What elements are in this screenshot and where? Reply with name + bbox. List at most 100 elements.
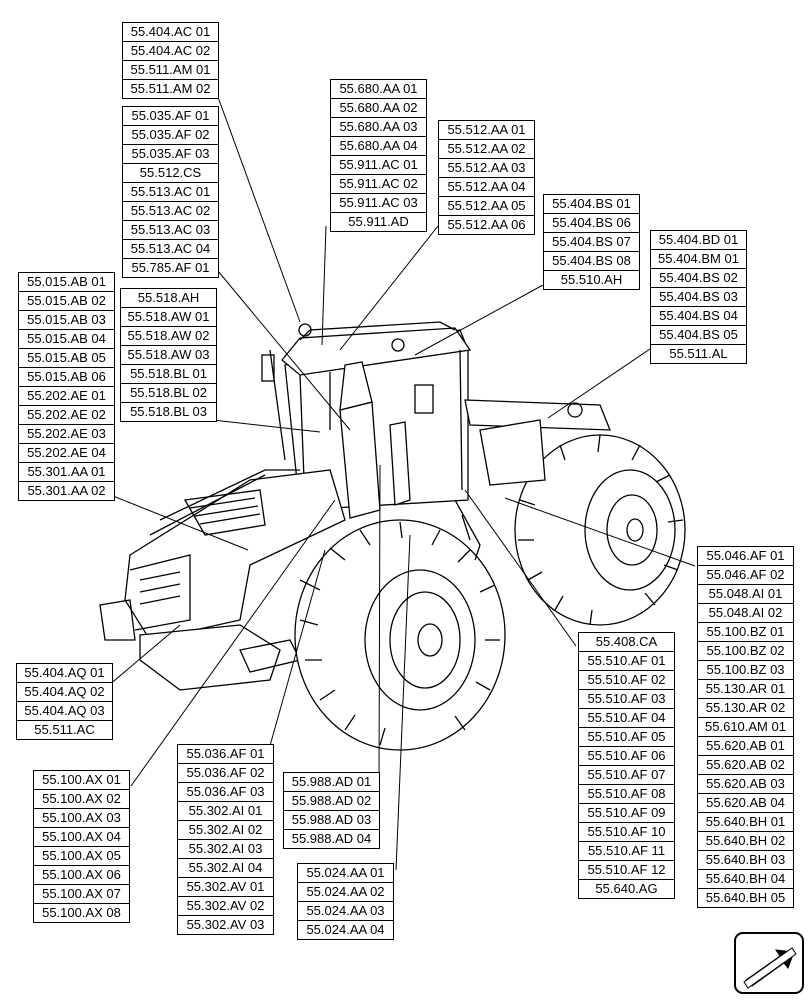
part-reference[interactable]: 55.302.AI 04 (178, 859, 273, 878)
part-reference[interactable]: 55.015.AB 04 (19, 330, 114, 349)
part-reference[interactable]: 55.202.AE 02 (19, 406, 114, 425)
part-reference[interactable]: 55.024.AA 01 (298, 864, 393, 883)
part-reference[interactable]: 55.512.AA 04 (439, 178, 534, 197)
part-reference[interactable]: 55.518.BL 02 (121, 384, 216, 403)
part-reference[interactable]: 55.404.BS 05 (651, 326, 746, 345)
part-reference[interactable]: 55.100.AX 03 (34, 809, 129, 828)
part-reference[interactable]: 55.512.AA 06 (447, 217, 526, 232)
part-reference[interactable]: 55.510.AF 05 (579, 728, 674, 747)
part-reference[interactable]: 55.518.BL 03 (130, 404, 207, 419)
part-reference[interactable]: 55.100.BZ 01 (698, 623, 793, 642)
part-reference[interactable]: 55.510.AH (560, 272, 623, 287)
part-reference[interactable]: 55.015.AB 03 (19, 311, 114, 330)
part-reference[interactable]: 55.404.BS 03 (651, 288, 746, 307)
part-reference[interactable]: 55.620.AB 03 (698, 775, 793, 794)
part-reference[interactable]: 55.100.AX 05 (34, 847, 129, 866)
part-reference[interactable]: 55.302.AV 03 (186, 917, 265, 932)
part-reference[interactable]: 55.513.AC 02 (123, 202, 218, 221)
part-reference[interactable]: 55.511.AL (669, 346, 728, 361)
part-reference[interactable]: 55.510.AF 03 (579, 690, 674, 709)
part-reference[interactable]: 55.024.AA 02 (298, 883, 393, 902)
part-reference[interactable]: 55.404.BS 01 (544, 195, 639, 214)
part-reference[interactable]: 55.620.AB 01 (698, 737, 793, 756)
part-reference[interactable]: 55.510.AF 11 (579, 842, 674, 861)
part-reference[interactable]: 55.640.BH 04 (698, 870, 793, 889)
part-reference[interactable]: 55.510.AF 09 (579, 804, 674, 823)
part-reference[interactable]: 55.048.AI 01 (698, 585, 793, 604)
part-reference[interactable]: 55.404.AC 02 (123, 42, 218, 61)
part-reference[interactable]: 55.518.BL 01 (121, 365, 216, 384)
part-reference[interactable]: 55.404.BS 07 (544, 233, 639, 252)
part-reference[interactable]: 55.035.AF 01 (123, 107, 218, 126)
part-reference[interactable]: 55.680.AA 04 (331, 137, 426, 156)
part-reference[interactable]: 55.015.AB 05 (19, 349, 114, 368)
part-reference[interactable]: 55.513.AC 04 (123, 240, 218, 259)
part-reference[interactable]: 55.510.AF 04 (579, 709, 674, 728)
part-reference[interactable]: 55.680.AA 01 (331, 80, 426, 99)
part-reference[interactable]: 55.302.AV 01 (178, 878, 273, 897)
part-reference[interactable]: 55.640.BH 02 (698, 832, 793, 851)
part-reference[interactable]: 55.046.AF 02 (698, 566, 793, 585)
part-reference[interactable]: 55.510.AF 02 (579, 671, 674, 690)
part-reference[interactable]: 55.620.AB 02 (698, 756, 793, 775)
part-reference[interactable]: 55.510.AF 10 (579, 823, 674, 842)
part-reference[interactable]: 55.680.AA 03 (331, 118, 426, 137)
part-reference[interactable]: 55.036.AF 02 (178, 764, 273, 783)
part-reference[interactable]: 55.610.AM 01 (698, 718, 793, 737)
part-reference[interactable]: 55.404.AC 01 (123, 23, 218, 42)
part-reference[interactable]: 55.024.AA 04 (306, 922, 385, 937)
part-reference[interactable]: 55.404.BM 01 (651, 250, 746, 269)
part-reference[interactable]: 55.035.AF 02 (123, 126, 218, 145)
part-reference[interactable]: 55.024.AA 03 (298, 902, 393, 921)
next-page-button[interactable] (734, 932, 804, 994)
part-reference[interactable]: 55.404.AQ 03 (17, 702, 112, 721)
part-reference[interactable]: 55.404.BS 06 (544, 214, 639, 233)
part-reference[interactable]: 55.100.BZ 03 (698, 661, 793, 680)
part-reference[interactable]: 55.100.AX 04 (34, 828, 129, 847)
part-reference[interactable]: 55.404.BS 04 (651, 307, 746, 326)
part-reference[interactable]: 55.513.AC 03 (123, 221, 218, 240)
part-reference[interactable]: 55.510.AF 06 (579, 747, 674, 766)
part-reference[interactable]: 55.202.AE 03 (19, 425, 114, 444)
part-reference[interactable]: 55.100.AX 06 (34, 866, 129, 885)
part-reference[interactable]: 55.046.AF 01 (698, 547, 793, 566)
part-reference[interactable]: 55.640.BH 03 (698, 851, 793, 870)
part-reference[interactable]: 55.785.AF 01 (131, 260, 210, 275)
part-reference[interactable]: 55.302.AI 01 (178, 802, 273, 821)
part-reference[interactable]: 55.510.AF 08 (579, 785, 674, 804)
part-reference[interactable]: 55.100.AX 02 (34, 790, 129, 809)
part-reference[interactable]: 55.302.AI 02 (178, 821, 273, 840)
part-reference[interactable]: 55.100.BZ 02 (698, 642, 793, 661)
part-reference[interactable]: 55.518.AW 01 (121, 308, 216, 327)
part-reference[interactable]: 55.518.AH (121, 289, 216, 308)
part-reference[interactable]: 55.015.AB 02 (19, 292, 114, 311)
part-reference[interactable]: 55.404.AQ 02 (17, 683, 112, 702)
part-reference[interactable]: 55.513.AC 01 (123, 183, 218, 202)
part-reference[interactable]: 55.512.AA 01 (439, 121, 534, 140)
part-reference[interactable]: 55.100.AX 07 (34, 885, 129, 904)
part-reference[interactable]: 55.511.AM 02 (130, 81, 211, 96)
part-reference[interactable]: 55.100.AX 01 (34, 771, 129, 790)
part-reference[interactable]: 55.911.AD (348, 214, 409, 229)
part-reference[interactable]: 55.404.BS 08 (544, 252, 639, 271)
part-reference[interactable]: 55.512.AA 03 (439, 159, 534, 178)
part-reference[interactable]: 55.302.AI 03 (178, 840, 273, 859)
part-reference[interactable]: 55.404.BD 01 (651, 231, 746, 250)
part-reference[interactable]: 55.988.AD 01 (284, 773, 379, 792)
part-reference[interactable]: 55.301.AA 01 (19, 463, 114, 482)
part-reference[interactable]: 55.130.AR 02 (698, 699, 793, 718)
part-reference[interactable]: 55.510.AF 07 (579, 766, 674, 785)
part-reference[interactable]: 55.404.BS 02 (651, 269, 746, 288)
part-reference[interactable]: 55.302.AV 02 (178, 897, 273, 916)
part-reference[interactable]: 55.640.AG (595, 881, 658, 896)
part-reference[interactable]: 55.640.BH 01 (698, 813, 793, 832)
part-reference[interactable]: 55.202.AE 04 (19, 444, 114, 463)
part-reference[interactable]: 55.510.AF 01 (579, 652, 674, 671)
part-reference[interactable]: 55.036.AF 03 (178, 783, 273, 802)
part-reference[interactable]: 55.511.AM 01 (123, 61, 218, 80)
part-reference[interactable]: 55.512.CS (123, 164, 218, 183)
part-reference[interactable]: 55.988.AD 04 (291, 831, 372, 846)
part-reference[interactable]: 55.404.AQ 01 (17, 664, 112, 683)
part-reference[interactable]: 55.301.AA 02 (27, 483, 106, 498)
part-reference[interactable]: 55.988.AD 03 (284, 811, 379, 830)
